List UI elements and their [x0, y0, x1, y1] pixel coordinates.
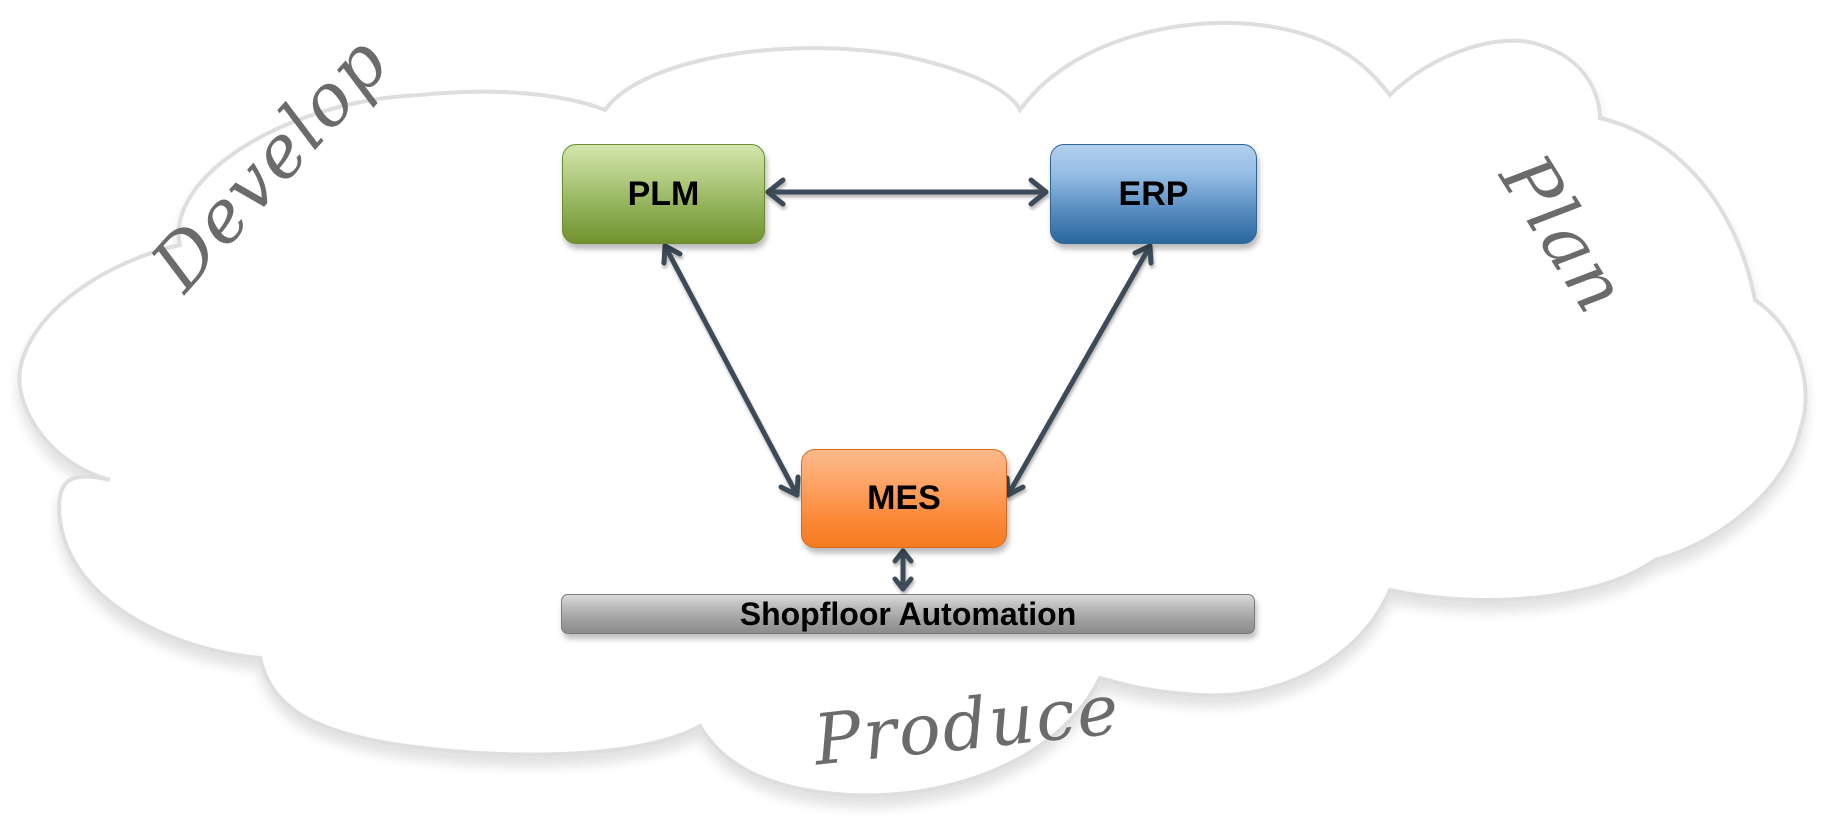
mes-node: MES: [801, 449, 1007, 548]
erp-node: ERP: [1050, 144, 1257, 244]
plm-label: PLM: [627, 174, 700, 213]
shopfloor-label: Shopfloor Automation: [739, 595, 1077, 632]
arrow-erp-mes: [1004, 243, 1154, 498]
arrows: [661, 177, 1154, 592]
arrow-mes-shopfloor: [892, 548, 914, 592]
cloud-outline: [17, 20, 1808, 798]
shopfloor-automation-bar: Shopfloor Automation: [561, 594, 1255, 634]
mes-label: MES: [867, 479, 941, 517]
arrow-plm-erp: [765, 177, 1049, 207]
arrow-plm-mes: [661, 243, 801, 498]
plm-node: PLM: [562, 144, 765, 244]
erp-label: ERP: [1118, 174, 1189, 213]
